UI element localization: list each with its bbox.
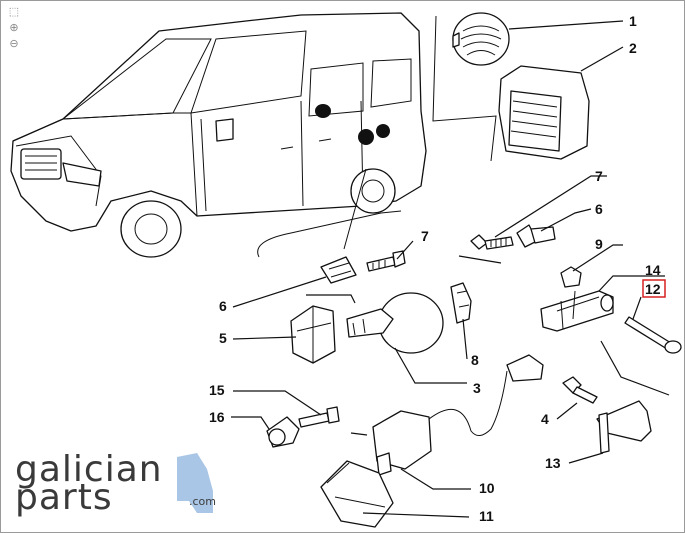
part-8-clip <box>450 282 472 324</box>
zoom-in-icon[interactable]: ⊕ <box>9 22 19 34</box>
part-7-bolt-lower <box>366 250 406 272</box>
part-15-screw <box>298 406 340 428</box>
callout-2[interactable]: 2 <box>629 40 637 56</box>
part-13-hinge <box>596 400 652 454</box>
leader-lines <box>231 20 670 518</box>
callout-5[interactable]: 5 <box>219 330 227 346</box>
callout-12-highlight <box>642 279 666 298</box>
callout-7-lower[interactable]: 7 <box>421 228 429 244</box>
part-14-hinge-bracket <box>540 290 614 332</box>
part-11-cover <box>320 460 394 528</box>
callout-1[interactable]: 1 <box>629 13 637 29</box>
part-16-bushing <box>266 416 300 448</box>
callout-15[interactable]: 15 <box>209 382 225 398</box>
callout-numbers: 1 2 3 4 5 6 6 7 7 8 9 10 11 12 13 14 15 … <box>209 13 666 524</box>
callout-3[interactable]: 3 <box>473 380 481 396</box>
callout-4[interactable]: 4 <box>541 411 549 427</box>
galicianparts-logo: galician parts .com <box>15 449 216 518</box>
logo-van-silhouette <box>177 453 213 513</box>
callout-11[interactable]: 11 <box>479 508 494 524</box>
zoom-out-icon[interactable]: ⊖ <box>9 38 19 50</box>
callout-7-upper[interactable]: 7 <box>595 168 603 184</box>
part-5-mounting-bracket <box>290 305 336 364</box>
part-1-vent-cover <box>452 12 510 66</box>
select-tool-icon[interactable]: ⬚ <box>8 6 20 18</box>
van-illustration <box>10 12 497 258</box>
part-6-plug-upper <box>516 224 556 248</box>
part-12-hinge-pin <box>624 316 682 354</box>
callout-9[interactable]: 9 <box>595 236 603 252</box>
logo-word-parts: parts <box>15 477 113 518</box>
part-2-ventilation-grille <box>498 65 590 160</box>
callout-10[interactable]: 10 <box>479 480 495 496</box>
callout-6-lower[interactable]: 6 <box>219 298 227 314</box>
callout-8[interactable]: 8 <box>471 352 479 368</box>
callout-16[interactable]: 16 <box>209 409 225 425</box>
part-3-fuel-flap <box>346 292 444 354</box>
callout-14[interactable]: 14 <box>645 262 661 278</box>
part-10-actuator <box>372 354 544 476</box>
logo-word-galician: galician <box>15 449 163 490</box>
callout-6-upper[interactable]: 6 <box>595 201 603 217</box>
zoom-toolbar: ⬚ ⊕ ⊖ <box>6 5 24 55</box>
part-7-bolt-upper <box>470 234 514 250</box>
part-4-screw <box>562 376 598 404</box>
callout-13[interactable]: 13 <box>545 455 561 471</box>
callout-12[interactable]: 12 <box>645 281 661 297</box>
part-9-cap <box>560 266 582 288</box>
logo-suffix: .com <box>189 495 216 508</box>
part-6-plug-lower <box>320 256 357 284</box>
